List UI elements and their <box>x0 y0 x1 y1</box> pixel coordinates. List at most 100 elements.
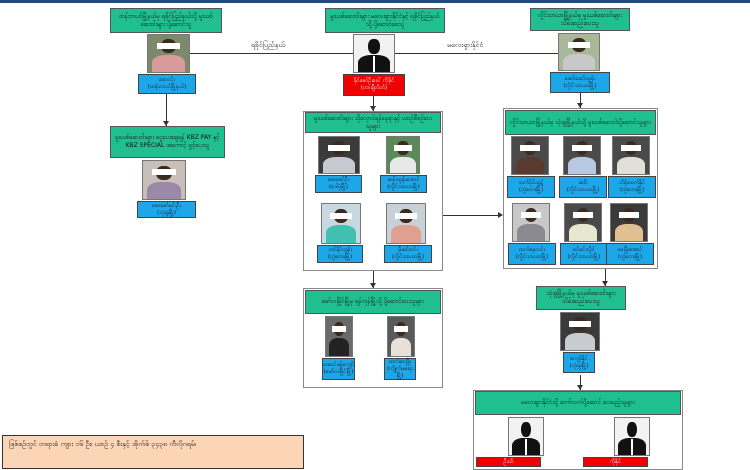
suspect-name: ကျော်နိုင် <box>570 355 588 362</box>
face-censor-bar <box>519 145 541 152</box>
silhouette-icon <box>353 34 395 73</box>
face-censor-bar <box>572 212 594 219</box>
connector-line <box>395 53 558 54</box>
face-censor-bar <box>520 212 542 219</box>
summary-box: ဖြစ်စဉ်တွင် တရားခံ ကျား ၁၆ ဦး၊ ယာဉ် ၄ စီ… <box>2 435 304 469</box>
suspect-name-label: ထက်နေလင်း(လှိုင်သာယာမြို့) <box>508 243 556 265</box>
suspect-location: (သုံးခွမြို့) <box>156 209 176 216</box>
suspect-name-label: ဘင်နိုင်ထွန်း(တွံတေးမြို့) <box>317 245 363 263</box>
suspect-name: မဲထိ <box>578 180 588 186</box>
arrow-down-icon <box>577 103 583 108</box>
suspect-photo <box>386 203 426 244</box>
suspect-photo <box>318 136 360 174</box>
suspect-name-label: မဲထိ(လှိုင်သာယာမြို့) <box>559 176 607 198</box>
suspect-name-label: စောဝင်း(ထန်းတပင်မြို့နယ်) <box>138 74 196 94</box>
connector-line <box>605 269 606 286</box>
suspect-name-label: ထက်ဝေဖြိုး(ကျိုက်မရောမြို့) <box>384 358 416 380</box>
suspect-name-label: စောဇော်ဦး(ဒေါပုံမြို့) <box>315 175 362 193</box>
group-header: မူးယစ်ဆေးဝါးများ ငွေပေးချေရန် KBZ PAY နှ… <box>110 126 225 158</box>
connector-line <box>580 93 581 108</box>
face-censor-bar <box>394 144 412 151</box>
route-label-malaysia: မလေးရှားနိုင်ငံ <box>447 41 484 49</box>
suspect-name: ဖိုးမင်းဝင်း <box>398 247 418 253</box>
group-header: ထန်းတပင်မြို့နယ်မှ ရခိုင်ပြည်နယ်သို့ မူး… <box>110 8 222 33</box>
suspect-location: (ထန်းတပင်မြို့နယ်) <box>147 84 187 90</box>
suspect-name-label: ဦးထိ <box>476 457 541 467</box>
suspect-name-label: သက်ပိုင်ထွဋ်(တွံတေးမြို့) <box>507 176 555 198</box>
group-header-text: သုံးခွမြို့နယ်မှ မူးယစ်ဆေးဝါးများ သိမ်းဆ… <box>546 290 616 305</box>
connector-line <box>190 53 353 54</box>
suspect-location: (တွံတေးမြို့) <box>617 254 643 260</box>
suspect-name-label: ဖိုးမင်းဝင်း(လှိုင်သာယာမြို့) <box>384 245 432 263</box>
group-header: လှိုင်သာယာမြို့နယ်မှ သုံးခွမြို့နယ်သို့ … <box>505 110 656 135</box>
suspect-photo <box>563 136 601 175</box>
suspect-photo <box>321 203 361 244</box>
group-header: မလေးရှားနိုင်ငံသို့ ဆက်လက်ပို့ဆောင် ပေးမ… <box>475 391 681 415</box>
suspect-location: (ကျိုက်မရောမြို့) <box>386 365 414 379</box>
group-header-text: လှိုင်သာယာမြို့နယ်မှ သုံးခွမြို့နယ်သို့ … <box>510 118 651 126</box>
arrow-down-icon <box>370 283 376 288</box>
suspect-photo <box>512 203 550 242</box>
suspect-location: (လှိုင်သာယာမြို့) <box>515 254 549 260</box>
suspect-photo <box>142 160 186 200</box>
suspect-name: ဟိန်းထက်နိုင် <box>618 180 646 186</box>
suspect-location: (တွံတေးမြို့) <box>518 187 544 193</box>
suspect-name: ဆော်ဆော်ထွန်း <box>564 75 596 82</box>
group-header-text: မူးယစ်ဆေးဝါးများ သိုလှောင်ရန်နေရာနှင့် ယ… <box>313 114 433 130</box>
suspect-photo <box>558 33 600 71</box>
suspect-name-label: ခိုင်ဇော်ဦးခေါ် ကိုခိုင်(တာချီလိတ်) <box>343 74 405 96</box>
summary-text: ဖြစ်စဉ်တွင် တရားခံ ကျား ၁၆ ဦး၊ ယာဉ် ၄ စီ… <box>9 440 196 448</box>
suspect-photo <box>564 203 602 242</box>
arrow-down-icon <box>163 121 169 126</box>
group-header-text: ထန်းတပင်မြို့နယ်မှ ရခိုင်ပြည်နယ်သို့ မူး… <box>119 12 213 28</box>
suspect-name-label: ဟိန်းထက်နိုင်(တွံတေးမြို့) <box>608 176 656 198</box>
suspect-name: ဘင်နိုင်ထွန်း <box>328 247 352 253</box>
face-censor-bar <box>620 145 642 152</box>
suspect-name-label: အောင်ခန့်ကျော်(မော်လမြိုင်မြို့) <box>322 358 355 380</box>
suspect-location: (တွံတေးမြို့) <box>327 254 353 260</box>
group-header: မူးယစ်ဆေးဝါးများ သိုလှောင်ရန်နေရာနှင့် ယ… <box>305 112 441 133</box>
suspect-name-label: ဆန်းထွန်းအောင်(လှိုင်သာယာမြို့) <box>380 175 427 193</box>
suspect-name: ဆန်းထွန်းအောင် <box>387 177 420 183</box>
suspect-location: (သုံးခွမြို့) <box>569 362 589 369</box>
suspect-name-label: ကျော်နိုင်(သုံးခွမြို့) <box>563 352 595 373</box>
face-censor-bar <box>157 43 180 50</box>
suspect-location: (တာချီလိတ်) <box>360 85 388 91</box>
face-censor-bar <box>618 212 640 219</box>
suspect-name-label: စင်မင်းလှိုင်(လှိုင်သာယာမြို့) <box>560 243 608 265</box>
face-censor-bar <box>569 321 591 328</box>
connector-line <box>166 93 167 126</box>
suspect-name-label: ဆော်ဆော်ထွန်း(လှိုင်သာယာမြို့) <box>550 72 610 93</box>
suspect-photo <box>147 34 190 73</box>
suspect-name: ထက်နေလင်း <box>518 247 546 253</box>
group-header: မော်လမြိုင်မြို့မှ ရန်ကုန်မြို့သို့ ပို့… <box>305 290 441 314</box>
face-censor-bar <box>152 169 176 176</box>
connector-line <box>373 95 374 111</box>
face-censor-bar <box>395 212 417 219</box>
group-header: လှိုင်သာယာမြို့နယ်မှ မူးယစ်ဆေးဝါးများ သိ… <box>530 8 630 31</box>
silhouette-icon <box>614 417 650 456</box>
suspect-name: သက်ပိုင်ထွဋ် <box>518 180 544 186</box>
route-label-rakhine: ရခိုင်ပြည်နယ် <box>251 41 286 49</box>
suspect-photo <box>325 316 353 357</box>
group-header-text: လှိုင်သာယာမြို့နယ်မှ မူးယစ်ဆေးဝါးများ သိ… <box>538 11 622 27</box>
group-header-text: မူးယစ်ဆေးဝါးများ မလေးရှားနိုင်ငံနှင့် ရခ… <box>330 12 440 28</box>
group-header-text: မော်လမြိုင်မြို့မှ ရန်ကုန်မြို့သို့ ပို့… <box>321 298 425 305</box>
face-censor-bar <box>331 325 347 332</box>
group-header: မူးယစ်ဆေးဝါးများ မလေးရှားနိုင်ငံနှင့် ရခ… <box>325 8 445 33</box>
suspect-name-label: ကိုနိုင် <box>583 457 648 467</box>
silhouette-icon <box>508 417 544 456</box>
suspect-name: ထက်ဝေဖြိုး <box>388 358 412 365</box>
suspect-photo <box>511 136 549 175</box>
connector-line <box>443 215 501 216</box>
suspect-name: အောင်ခန့်ကျော် <box>323 362 354 368</box>
suspect-location: (လှိုင်သာယာမြို့) <box>563 82 597 89</box>
suspect-name-label: စောဇော်မင်းဦး(သုံးခွမြို့) <box>137 201 196 218</box>
face-censor-bar <box>327 144 351 151</box>
suspect-photo <box>387 316 415 357</box>
suspect-name: စင်မင်းလှိုင် <box>573 247 595 253</box>
face-censor-bar <box>393 325 409 332</box>
arrow-down-icon <box>370 106 376 111</box>
suspect-location: (ဒေါပုံမြို့) <box>329 184 348 190</box>
group-header: သုံးခွမြို့နယ်မှ မူးယစ်ဆေးဝါးများ သိမ်းဆ… <box>536 286 626 310</box>
